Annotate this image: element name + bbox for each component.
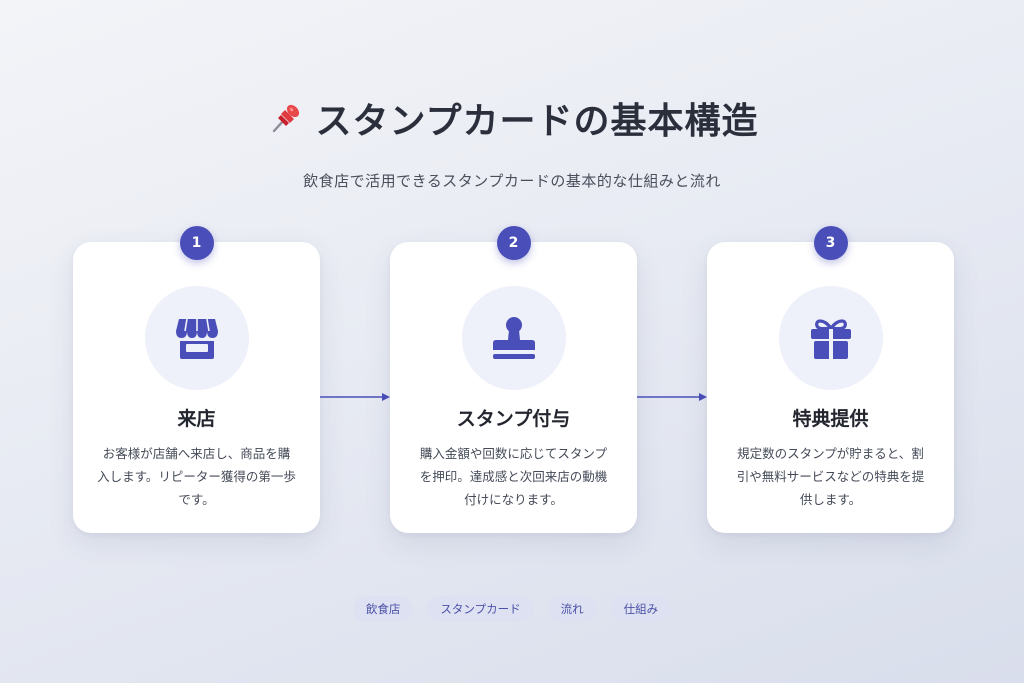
step-number-badge: 1 <box>179 226 214 260</box>
tag-restaurant[interactable]: 飲食店 <box>352 596 414 622</box>
step-description: 購入金額や回数に応じてスタンプを押印。達成感と次回来店の動機付けになります。 <box>419 446 608 507</box>
tag-list: 飲食店 スタンプカード 流れ 仕組み <box>0 596 1024 622</box>
pushpin-icon <box>272 104 299 133</box>
page-title: スタンプカードの基本構造 <box>266 92 759 144</box>
gift-icon <box>810 319 851 359</box>
step-title: スタンプ付与 <box>456 408 571 430</box>
step-description: 規定数のスタンプが貯まると、割引や無料サービスなどの特典を提供します。 <box>736 446 925 507</box>
step-description: お客様が店舗へ来店し、商品を購入します。リピーター獲得の第一歩です。 <box>97 446 296 507</box>
header: スタンプカードの基本構造 飲食店で活用できるスタンプカードの基本的な仕組みと流れ <box>0 92 1024 191</box>
page-subtitle: 飲食店で活用できるスタンプカードの基本的な仕組みと流れ <box>303 172 721 190</box>
step-card-stamp: 2 スタンプ付与 購入金額や回数に応じてスタンプを押印。達成感と次回来店の動機付… <box>390 226 637 533</box>
step-title: 来店 <box>177 408 216 430</box>
step-card-reward: 3 特典提供 規定数のスタンプが貯まると、割引や無料サービスなどの特典を提供しま… <box>707 226 954 533</box>
step-title: 特典提供 <box>792 408 869 430</box>
step-card-visit: 1 来店 お客様が店舗へ来店し、商品を購入します。リピーター獲得の第一歩です。 <box>73 226 320 533</box>
step-icon-circle <box>461 286 566 390</box>
flow-arrow-icon <box>637 393 707 401</box>
page-title-text: スタンプカードの基本構造 <box>315 101 759 142</box>
store-icon <box>175 318 218 359</box>
step-icon-circle <box>778 286 883 390</box>
tag-mechanism[interactable]: 仕組み <box>610 596 672 622</box>
step-number-badge: 3 <box>813 226 848 260</box>
flow-arrow-icon <box>320 393 390 401</box>
stamp-icon <box>492 317 535 359</box>
tag-stamp-card[interactable]: スタンプカード <box>427 596 534 622</box>
tag-flow[interactable]: 流れ <box>547 596 597 622</box>
step-icon-circle <box>144 286 249 390</box>
step-number-badge: 2 <box>496 226 531 260</box>
